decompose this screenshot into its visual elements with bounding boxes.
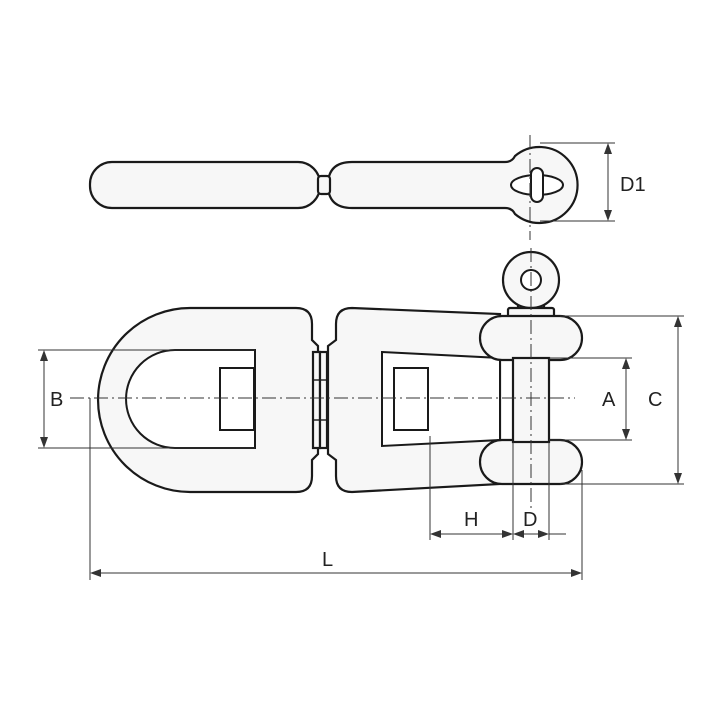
dimension-d1: D1 <box>540 142 646 222</box>
label-h: H <box>464 509 478 531</box>
dimension-c: C <box>560 315 684 485</box>
dimension-b: B <box>38 349 255 449</box>
top-view-right-bar <box>326 145 579 225</box>
top-view <box>88 135 579 240</box>
side-view <box>70 248 584 510</box>
label-c: C <box>648 389 662 411</box>
dimension-l: L <box>89 398 583 580</box>
top-view-left-bar <box>88 160 322 210</box>
label-b: B <box>50 389 63 411</box>
right-fork-nut <box>393 367 429 431</box>
label-d: D <box>523 509 537 531</box>
left-eye-nut <box>219 367 255 431</box>
swivel-center-right <box>318 350 329 450</box>
dimension-h: H <box>429 436 514 540</box>
dimension-d: D <box>513 442 566 540</box>
label-l: L <box>322 549 333 571</box>
label-a: A <box>602 389 616 411</box>
label-d1: D1 <box>620 174 646 196</box>
top-view-pin-slot <box>530 167 544 203</box>
dimension-a: A <box>549 357 632 441</box>
top-view-swivel-joint <box>316 174 332 196</box>
